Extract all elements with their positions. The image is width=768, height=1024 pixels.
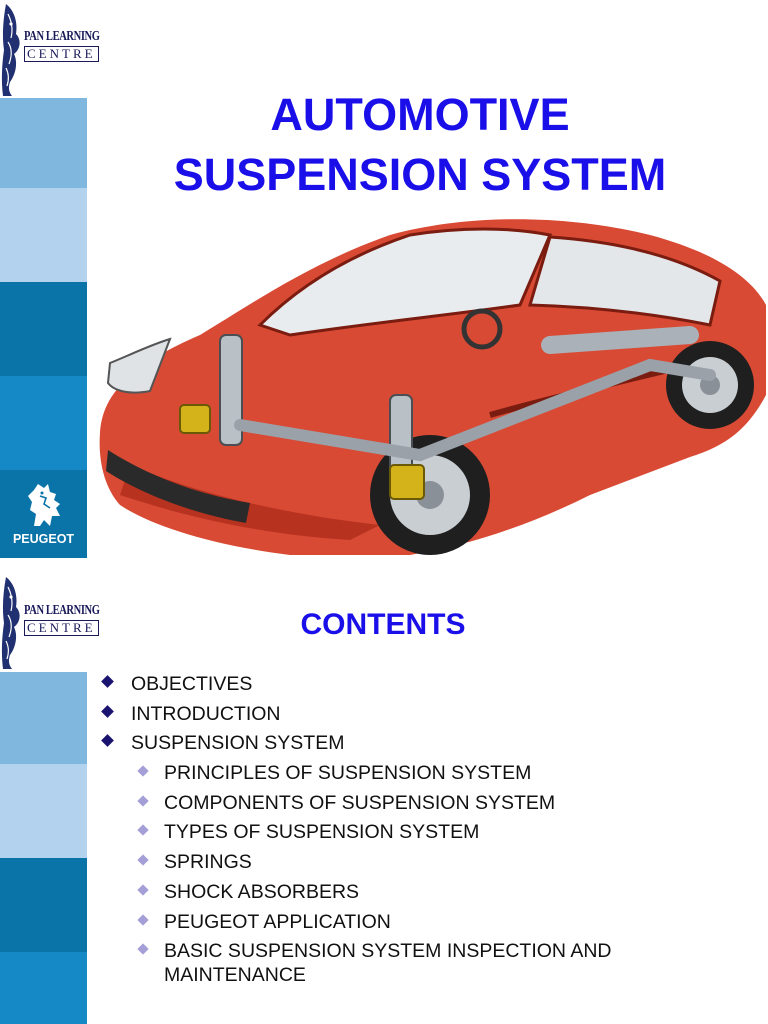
car-suspension-cutaway-image [99,219,767,555]
lion-head-logo-icon [1,577,20,669]
diamond-bullet-light-icon [137,854,149,866]
logo-text: PAN LEARNING CENTRE [24,28,100,63]
sidebar-stripe-3 [0,858,87,952]
contents-item-text: COMPONENTS OF SUSPENSION SYSTEM [164,791,556,814]
logo: PAN LEARNING CENTRE [0,572,100,672]
contents-item: PEUGEOT APPLICATION [134,910,740,934]
contents-item: COMPONENTS OF SUSPENSION SYSTEM [134,791,740,815]
sidebar-stripe-1 [0,98,87,188]
diamond-bullet-dark-icon [101,675,114,688]
diamond-bullet-light-icon [137,824,149,837]
title-line-2: SUSPENSION SYSTEM [173,149,667,200]
diamond-bullet-dark-icon [101,734,114,748]
contents-item-text: OBJECTIVES [131,673,253,695]
contents-item-text: BASIC SUSPENSION SYSTEM INSPECTION AND M… [164,940,612,987]
diamond-bullet-light-icon [137,943,149,955]
contents-heading: CONTENTS [300,608,466,641]
contents-item: OBJECTIVES [100,672,740,696]
logo-text: PAN LEARNING CENTRE [24,602,100,637]
contents-item: SHOCK ABSORBERS [134,880,740,904]
contents-item-text: SPRINGS [164,851,252,874]
contents-item-text: PEUGEOT APPLICATION [164,910,391,933]
diamond-bullet-light-icon [137,765,149,777]
contents-list: OBJECTIVES INTRODUCTION SUSPENSION SYSTEM P… [100,672,740,993]
sidebar-stripe-4 [0,376,87,470]
slide-title: PAN LEARNING CENTRE PEUGEOT AUTOMOTIVE S… [0,0,767,558]
title-line-1: AUTOMOTIVE [270,89,570,140]
contents-item-text: PRINCIPLES OF SUSPENSION SYSTEM [164,762,532,785]
contents-item: TYPES OF SUSPENSION SYSTEM [134,820,740,844]
contents-item-text: SHOCK ABSORBERS [164,880,360,903]
contents-item: INTRODUCTION [100,702,740,726]
sidebar-stripe-4 [0,952,87,1024]
contents-item-text: INTRODUCTION [131,702,281,725]
logo-line1: PAN LEARNING [24,602,100,617]
sidebar-stripe-2 [0,764,87,858]
diamond-bullet-dark-icon [101,704,114,718]
logo-line1: PAN LEARNING [24,28,100,43]
sidebar-stripe-1 [0,672,87,764]
peugeot-label: PEUGEOT [12,532,75,546]
diamond-bullet-light-icon [137,884,149,896]
sidebar-stripe-3 [0,282,87,376]
logo: PAN LEARNING CENTRE [0,0,100,98]
contents-item: BASIC SUSPENSION SYSTEM INSPECTION AND M… [134,939,740,987]
lion-head-logo-icon [1,4,20,96]
contents-item: SUSPENSION SYSTEM [100,731,740,755]
sidebar-stripe-2 [0,188,87,282]
slide-title-heading: AUTOMOTIVE SUSPENSION SYSTEM [90,85,750,205]
logo-line2: CENTRE [24,46,99,62]
contents-item: PRINCIPLES OF SUSPENSION SYSTEM [134,761,740,785]
slide-divider [0,569,768,573]
peugeot-brand-block: PEUGEOT [0,470,87,558]
diamond-bullet-light-icon [137,795,149,807]
slide-contents: PAN LEARNING CENTRE CONTENTS OBJECTIVES I… [0,572,768,1024]
contents-item-text: SUSPENSION SYSTEM [131,732,345,755]
peugeot-lion-icon [27,484,60,526]
contents-item: SPRINGS [134,850,740,874]
contents-item-text: TYPES OF SUSPENSION SYSTEM [164,821,480,844]
diamond-bullet-light-icon [137,913,149,926]
logo-line2: CENTRE [24,620,99,636]
